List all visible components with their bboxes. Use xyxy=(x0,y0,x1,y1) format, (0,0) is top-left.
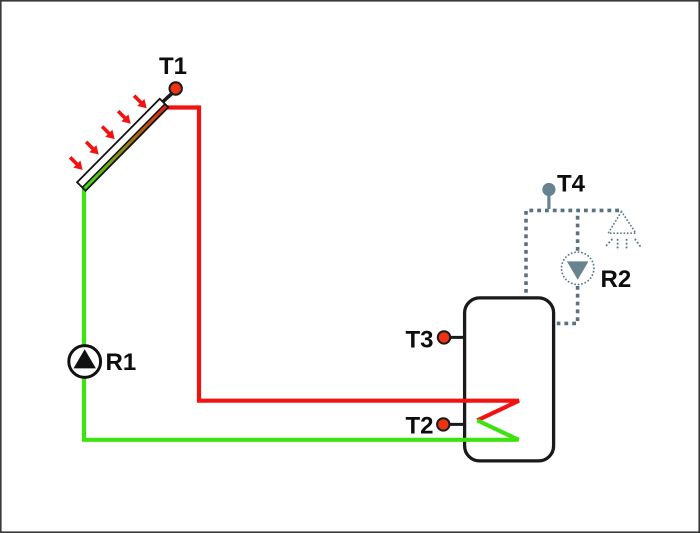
svg-text:R2: R2 xyxy=(601,266,632,293)
svg-text:T3: T3 xyxy=(406,327,434,354)
svg-text:R1: R1 xyxy=(106,349,137,376)
svg-text:T1: T1 xyxy=(159,53,187,80)
svg-text:T4: T4 xyxy=(557,171,586,198)
svg-text:T2: T2 xyxy=(406,413,434,440)
